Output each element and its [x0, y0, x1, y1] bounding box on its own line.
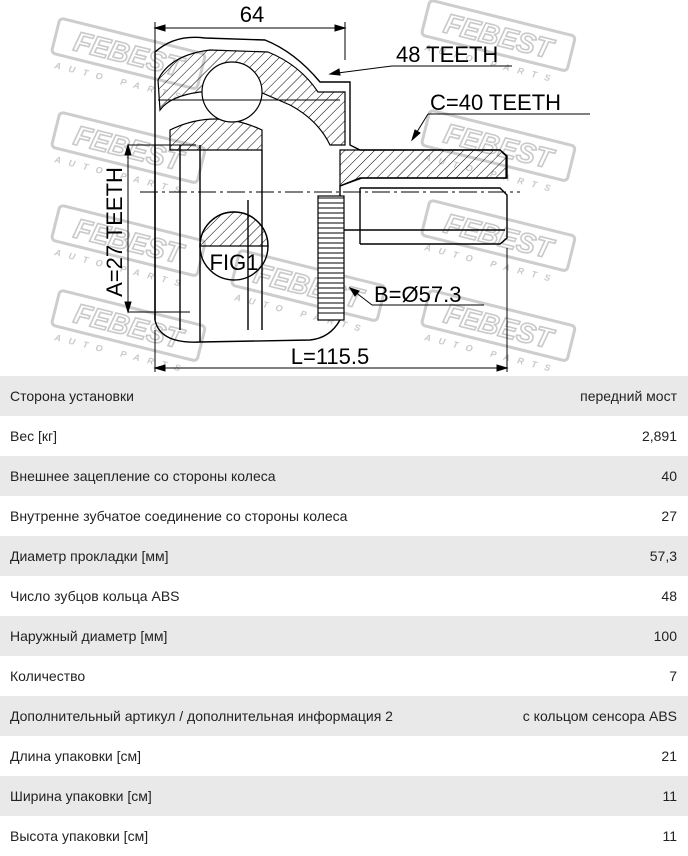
spec-value: 100 — [653, 628, 677, 644]
spec-label: Длина упаковки [см] — [10, 748, 141, 764]
spec-label: Внутренне зубчатое соединение со стороны… — [10, 508, 348, 524]
spec-value: 11 — [662, 788, 677, 804]
cv-joint-drawing-svg: FEBEST AUTO PARTS — [45, 0, 590, 376]
inner-spline-label: A=27 TEETH — [102, 167, 127, 297]
spec-label: Сторона установки — [10, 388, 134, 404]
abs-teeth-label: 48 TEETH — [396, 42, 498, 67]
fig1-label: FIG1 — [210, 250, 259, 275]
spec-label: Вес [кг] — [10, 428, 58, 444]
spec-row: Внешнее зацепление со стороны колеса 40 — [0, 456, 688, 496]
dimension-64 — [153, 22, 347, 60]
spec-label: Дополнительный артикул / дополнительная … — [10, 708, 393, 724]
dimension-64-label: 64 — [240, 2, 264, 27]
seal-diameter-label: B=Ø57.3 — [374, 282, 461, 307]
outer-spline-label: C=40 TEETH — [430, 90, 561, 115]
spec-value: передний мост — [580, 388, 677, 404]
spec-row: Дополнительный артикул / дополнительная … — [0, 696, 688, 736]
spec-label: Количество — [10, 668, 86, 684]
length-label: L=115.5 — [291, 344, 370, 369]
spec-row: Ширина упаковки [см] 11 — [0, 776, 688, 816]
hatched-sections — [157, 49, 507, 187]
spec-label: Наружный диаметр [мм] — [10, 628, 168, 644]
spec-value: с кольцом сенсора ABS — [522, 708, 677, 724]
spec-value: 48 — [661, 588, 677, 604]
spec-label: Число зубцов кольца ABS — [10, 588, 180, 604]
spec-row: Вес [кг] 2,891 — [0, 416, 688, 456]
dimension-c-40-teeth — [411, 113, 590, 142]
spec-label: Диаметр прокладки [мм] — [10, 548, 169, 564]
dimension-l-115-5 — [153, 248, 509, 372]
fig1-detail: FIG1 — [199, 211, 269, 281]
spec-value: 7 — [669, 668, 677, 684]
spec-row: Наружный диаметр [мм] 100 — [0, 616, 688, 656]
abs-ring — [317, 195, 345, 321]
spec-value: 57,3 — [649, 548, 677, 564]
spec-value: 40 — [661, 468, 677, 484]
spec-row: Длина упаковки [см] 21 — [0, 736, 688, 776]
dimension-b-57-3 — [348, 287, 484, 306]
technical-drawing: FEBEST AUTO PARTS — [0, 0, 688, 376]
spec-row: Высота упаковки [см] 11 — [0, 816, 688, 856]
spec-row: Диаметр прокладки [мм] 57,3 — [0, 536, 688, 576]
dimension-a-27-teeth — [124, 143, 196, 314]
spec-row: Внутренне зубчатое соединение со стороны… — [0, 496, 688, 536]
spec-value: 21 — [661, 748, 677, 764]
dimension-48-teeth — [328, 65, 512, 76]
spec-label: Ширина упаковки [см] — [10, 788, 152, 804]
spec-value: 2,891 — [641, 428, 677, 444]
spec-value: 27 — [661, 508, 677, 524]
spec-row: Число зубцов кольца ABS 48 — [0, 576, 688, 616]
spec-label: Внешнее зацепление со стороны колеса — [10, 468, 276, 484]
spec-value: 11 — [662, 828, 677, 844]
spec-row: Сторона установки передний мост — [0, 376, 688, 416]
spec-row: Количество 7 — [0, 656, 688, 696]
spec-label: Высота упаковки [см] — [10, 828, 149, 844]
